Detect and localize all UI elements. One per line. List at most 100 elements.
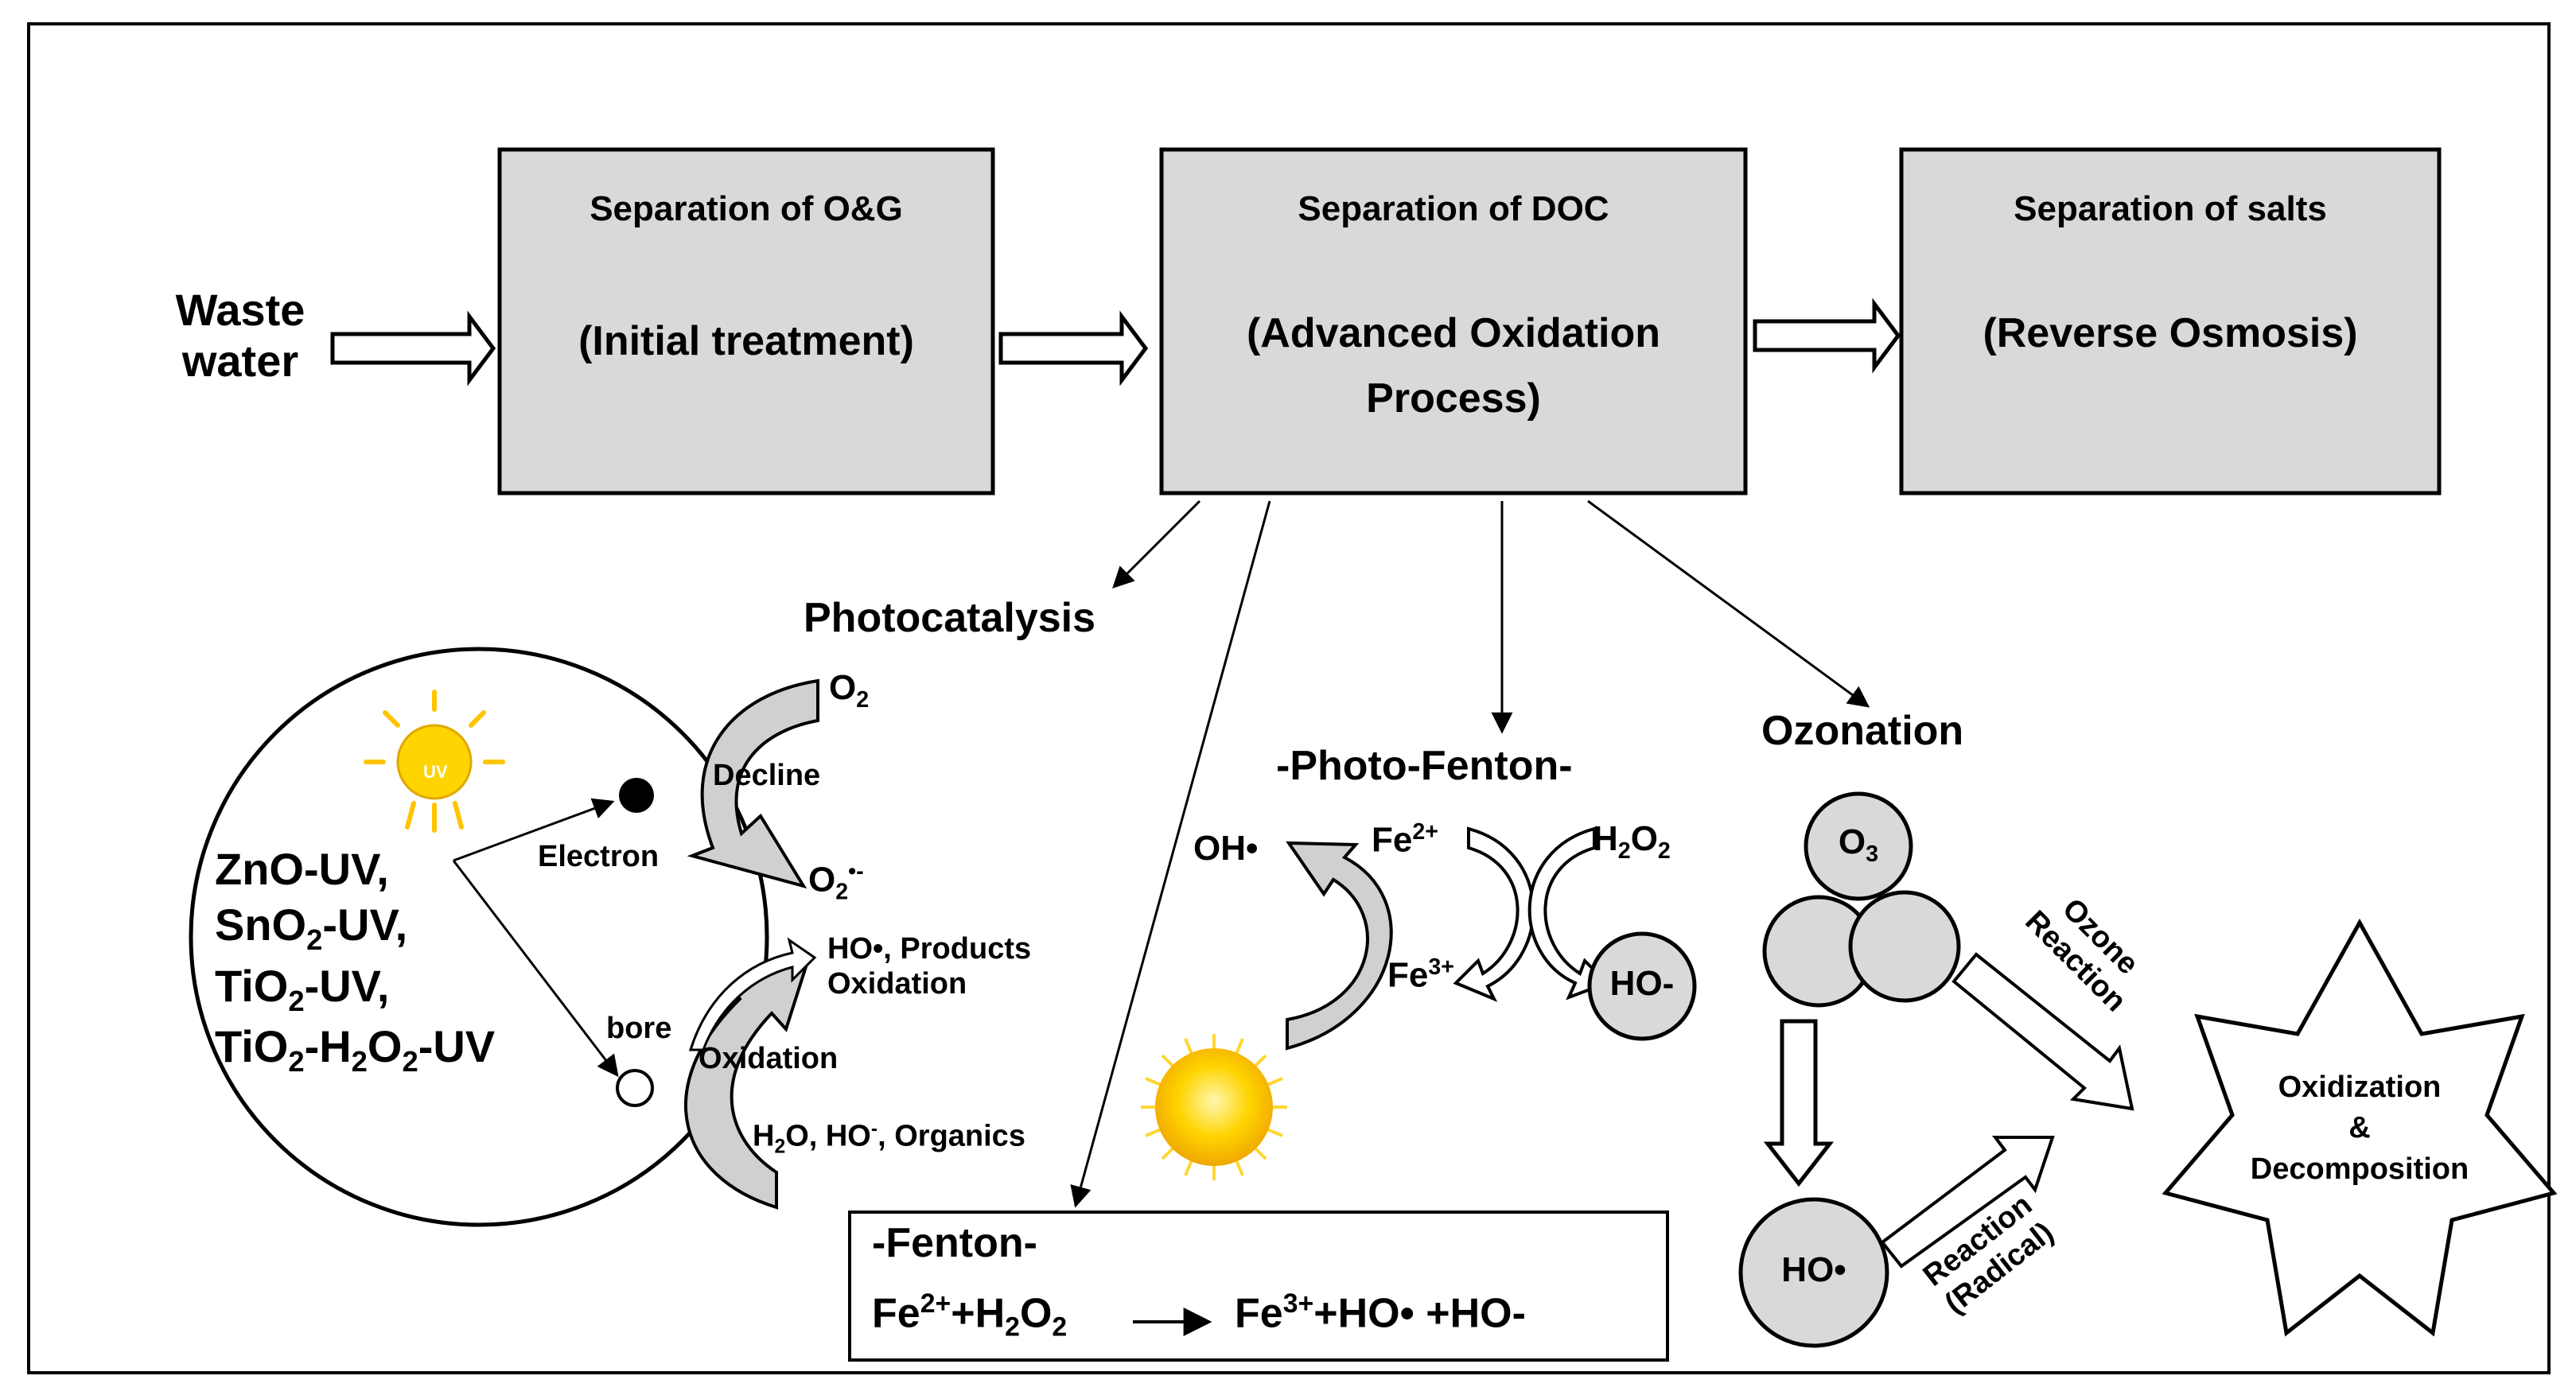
wastewater-line1: Waste: [175, 285, 305, 335]
catalyst-tio2: TiO2-UV,: [215, 958, 495, 1020]
stage-box-doc: [1159, 147, 1748, 495]
catalyst-tio2h2o2-sub3: 2: [402, 1045, 418, 1078]
radical-reaction-arrow: [1880, 1136, 2055, 1269]
reactants-label: H2O, HO-, Organics: [753, 1118, 1025, 1159]
o2-a: O: [829, 668, 857, 707]
h2o2-label: H2O2: [1593, 819, 1671, 865]
reactants-c: , Organics: [877, 1119, 1025, 1153]
catalyst-tio2h2o2-sub2: 2: [351, 1045, 368, 1078]
fenton-eq-c: O: [1019, 1290, 1053, 1337]
flow-arrow-3: [1753, 297, 1901, 374]
hole-dot: [616, 1069, 654, 1107]
fe2-label: Fe2+: [1372, 819, 1438, 861]
oh-radical-label: OH•: [1193, 829, 1259, 868]
catalyst-sno2: SnO2-UV,: [215, 897, 495, 958]
ho-minus-circle: [1587, 931, 1697, 1041]
outer-frame: [27, 22, 2551, 1374]
fe3-a: Fe: [1387, 955, 1429, 995]
catalyst-sno2-b: -UV,: [322, 900, 408, 950]
stage-box-salts: [1899, 147, 2442, 495]
catalyst-tio2h2o2-sub1: 2: [288, 1045, 305, 1078]
stage-box-og: [497, 147, 995, 495]
catalyst-zno: ZnO-UV,: [215, 844, 389, 894]
stage-doc-subtitle-1: (Advanced Oxidation: [1246, 310, 1661, 356]
o-atom-right: [1848, 890, 1961, 1003]
stage-og-subtitle: (Initial treatment): [578, 318, 914, 364]
superoxide-sub: 2: [835, 879, 849, 905]
fenton-eq-b: +H: [951, 1290, 1006, 1337]
superoxide-a: O: [808, 860, 836, 900]
stage-salts-title: Separation of salts: [2014, 189, 2327, 228]
fe3-label: Fe3+: [1387, 954, 1454, 996]
catalyst-tio2h2o2-c: O: [367, 1021, 403, 1072]
electron-label: Electron: [538, 840, 660, 873]
products-line2: Oxidation: [827, 966, 967, 1001]
result-label: Oxidization & Decomposition: [2208, 1067, 2511, 1190]
decline-label: Decline: [713, 759, 821, 792]
excitation-arrow-hole: [452, 860, 619, 1078]
h2o2-sub1: 2: [1617, 837, 1631, 864]
catalyst-list: ZnO-UV, SnO2-UV, TiO2-UV, TiO2-H2O2-UV: [215, 841, 495, 1080]
fenton-box: [848, 1211, 1669, 1362]
fenton-eq-sup2: 3+: [1282, 1288, 1314, 1319]
result-line1: Oxidization: [2278, 1071, 2442, 1104]
branch-arrow-fenton: [1070, 500, 1271, 1208]
products-label: HO•, Products Oxidation: [827, 932, 1031, 1001]
oxidation-label: Oxidation: [698, 1042, 839, 1075]
stage-doc-title: Separation of DOC: [1298, 189, 1609, 228]
stage-og-title: Separation of O&G: [590, 189, 903, 228]
wastewater-line2: water: [181, 336, 299, 387]
stage-doc-subtitle-2: Process): [1366, 375, 1541, 422]
result-star: [2162, 918, 2558, 1337]
h2o2-sub2: 2: [1657, 837, 1671, 864]
fe2-sup: 2+: [1412, 819, 1438, 845]
fenton-eq-sub2: 2: [1052, 1312, 1068, 1343]
photo-fenton-cross-arrow-1: [1453, 826, 1535, 1002]
branch-arrow-photocatalysis: [1112, 499, 1201, 589]
o3-sub: 3: [1866, 841, 1879, 867]
catalyst-sno2-a: SnO: [215, 900, 307, 950]
fenton-eq-a: Fe: [872, 1290, 920, 1337]
o3-circle: [1804, 791, 1913, 901]
o3-label: O3: [1806, 822, 1911, 868]
ozonation-title: Ozonation: [1761, 708, 1964, 754]
h2o2-b: O: [1630, 819, 1658, 858]
fenton-eq-sup1: 2+: [920, 1288, 951, 1319]
photo-fenton-title: -Photo-Fenton-: [1276, 743, 1573, 789]
o3-a: O: [1838, 822, 1866, 861]
photocatalysis-title: Photocatalysis: [804, 595, 1096, 641]
reactants-sup: -: [870, 1118, 878, 1140]
catalyst-tio2-a: TiO: [215, 960, 289, 1011]
superoxide-label: O2•-: [808, 859, 864, 905]
fenton-eq-e: +HO• +HO-: [1313, 1290, 1526, 1337]
o2-label: O2: [829, 668, 869, 713]
photo-fenton-left-arrow: [1286, 841, 1393, 1051]
result-line2: &: [2348, 1111, 2371, 1145]
ozone-reaction-label: Ozone Reaction: [1995, 857, 2179, 1041]
flow-arrow-2: [998, 310, 1149, 387]
reactants-b: O, HO: [785, 1119, 871, 1153]
reactants-a: H: [753, 1119, 775, 1153]
o2-sub: 2: [856, 686, 870, 713]
fenton-products: Fe3++HO• +HO-: [1235, 1288, 1526, 1338]
oxidation-products-arrow: [688, 937, 817, 1051]
products-line1: HO•, Products: [827, 932, 1032, 966]
fenton-title: -Fenton-: [872, 1220, 1037, 1266]
photo-fenton-cross-arrow-2: [1527, 826, 1610, 1001]
catalyst-tio2-b: -UV,: [304, 960, 390, 1011]
h2o2-a: H: [1593, 819, 1618, 858]
stage-salts-subtitle: (Reverse Osmosis): [1983, 310, 2358, 356]
bore-label: bore: [606, 1012, 672, 1045]
ho-minus-label: HO-: [1609, 964, 1675, 1003]
fe3-sup: 3+: [1428, 954, 1454, 980]
radical-reaction-label: Reaction (Radical): [1893, 1168, 2086, 1341]
fenton-eq-d: Fe: [1235, 1290, 1283, 1337]
catalyst-sno2-sub: 2: [306, 923, 323, 957]
flow-arrow-1: [330, 310, 496, 387]
branch-arrow-ozonation: [1587, 499, 1870, 708]
catalyst-tio2h2o2-a: TiO: [215, 1021, 289, 1072]
decline-curved-arrow: [687, 678, 819, 889]
result-line3: Decomposition: [2250, 1152, 2469, 1186]
uv-label: UV: [423, 762, 448, 782]
catalyst-tio2-h2o2: TiO2-H2O2-UV: [215, 1019, 495, 1080]
